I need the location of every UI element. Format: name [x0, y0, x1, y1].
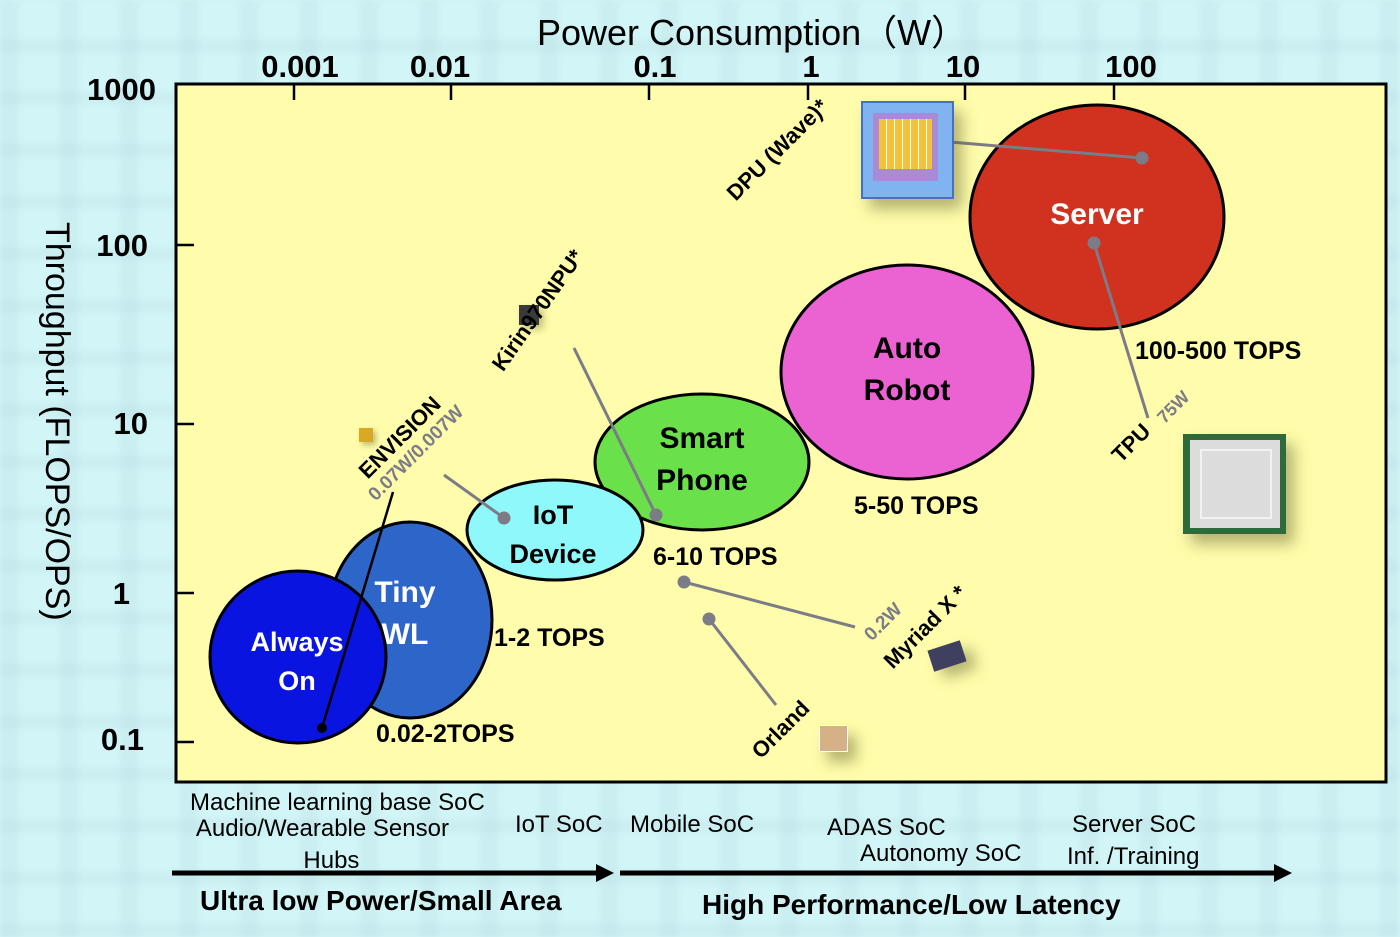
x-tick-1: 1	[802, 49, 820, 84]
server-soc-label: Server SoC	[1072, 811, 1197, 838]
y-tick-1: 1	[112, 576, 130, 611]
autonomy-soc-label: Autonomy SoC	[860, 840, 1022, 867]
high-perf-arrow	[620, 864, 1292, 882]
server-bubble	[968, 103, 1226, 331]
y-tick-100: 100	[96, 228, 148, 263]
y-tick-1000: 1000	[87, 72, 156, 107]
phone-tops: 6-10 TOPS	[653, 543, 778, 571]
low-power-arrow	[172, 864, 614, 882]
phone-label-line1: Smart	[659, 422, 745, 455]
iot-label-line1: IoT	[532, 500, 574, 530]
tiny-label-line1: Tiny	[374, 576, 436, 609]
adas-soc-label: ADAS SoC	[827, 814, 946, 841]
ml-soc-line2: Audio/Wearable Sensor	[195, 815, 449, 842]
server-label: Server	[1050, 198, 1144, 231]
orland-chip-image	[819, 725, 848, 752]
x-ticks	[292, 84, 1116, 100]
always-on-label: Always On	[250, 623, 343, 701]
always-label-line2: On	[278, 666, 316, 696]
tpu-chip-image	[1183, 434, 1286, 534]
always-on-bubble	[208, 569, 388, 745]
kirin-chip-image	[519, 305, 539, 325]
x-axis-title: Power Consumption（W）	[537, 12, 968, 53]
y-tick-01: 0.1	[100, 722, 144, 757]
iot-soc-label: IoT SoC	[515, 811, 603, 838]
ml-soc-line1: Machine learning base SoC	[190, 789, 485, 816]
y-tick-10: 10	[113, 406, 148, 441]
envision-chip-image	[359, 428, 373, 442]
dpu-chip-image	[861, 101, 954, 199]
ml-soc-line3: Hubs	[303, 847, 360, 874]
low-power-band-label: Ultra low Power/Small Area	[200, 885, 562, 916]
training-soc-label: Inf. /Training	[1067, 843, 1200, 870]
auto-label-line1: Auto	[872, 332, 942, 365]
iot-device-label: IoT Device	[509, 496, 596, 574]
iot-tops: 1-2 TOPS	[494, 624, 605, 652]
x-tick-100: 100	[1105, 49, 1157, 84]
y-ticks	[176, 243, 194, 744]
iot-device-bubble	[465, 478, 645, 582]
x-tick-01: 0.1	[633, 49, 677, 84]
x-tick-0001: 0.001	[261, 49, 339, 84]
tiny-wl-label: Tiny WL	[374, 572, 435, 656]
phone-label-line2: Phone	[656, 464, 748, 497]
always-on-tops: 0.02-2TOPS	[376, 720, 515, 748]
server-tops: 100-500 TOPS	[1135, 337, 1302, 365]
auto-robot-bubble	[779, 263, 1035, 481]
x-tick-001: 0.01	[409, 49, 471, 84]
auto-label-line2: Robot	[863, 374, 951, 407]
x-tick-10: 10	[945, 49, 981, 84]
high-perf-band-label: High Performance/Low Latency	[702, 889, 1121, 920]
tiny-label-line2: WL	[381, 618, 429, 651]
leader-lines	[443, 140, 1150, 706]
smart-phone-bubble	[593, 392, 811, 532]
auto-robot-label: Auto Robot	[864, 328, 951, 412]
ml-soc-label: Machine learning base SoC Audio/Wearable…	[190, 790, 485, 874]
smart-phone-label: Smart Phone	[656, 418, 748, 502]
y-axis-title: Throughput (FLOPS/OPS)	[38, 222, 76, 621]
always-label-line1: Always	[250, 627, 344, 657]
auto-tops: 5-50 TOPS	[854, 492, 979, 520]
mobile-soc-label: Mobile SoC	[630, 811, 755, 838]
iot-label-line2: Device	[509, 539, 597, 569]
envision-leader	[317, 491, 395, 733]
